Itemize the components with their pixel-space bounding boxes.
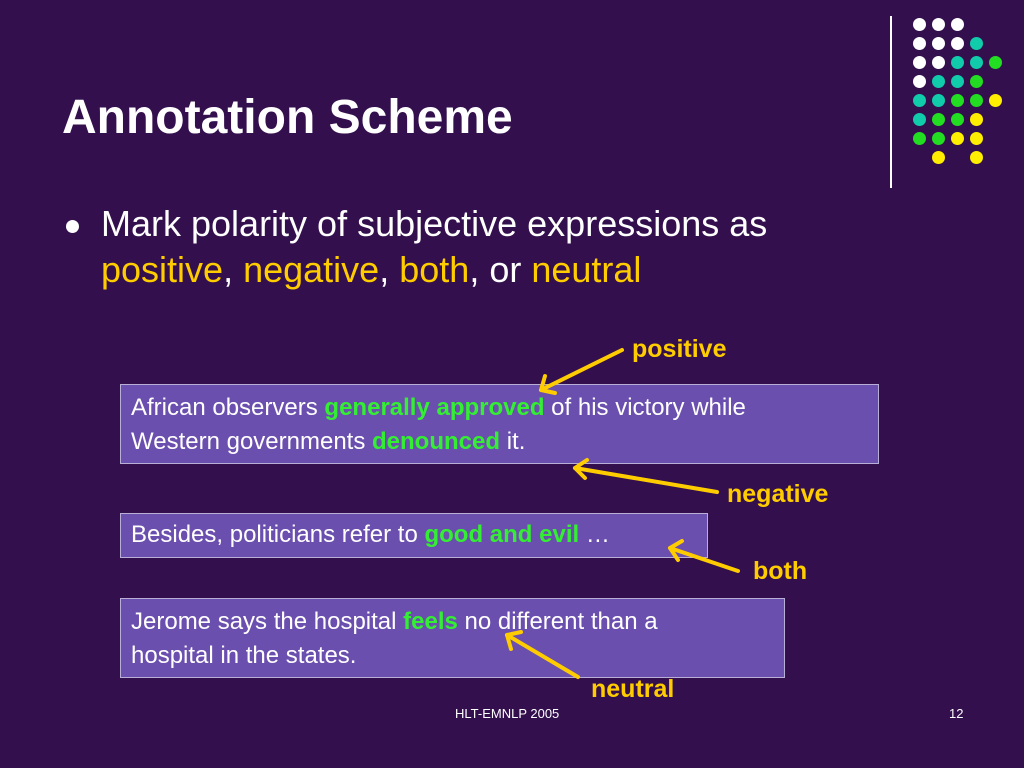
separator: , or bbox=[469, 249, 522, 290]
example-text: hospital in the states. bbox=[131, 642, 357, 669]
decorative-dot bbox=[970, 75, 983, 88]
label-positive: positive bbox=[632, 335, 727, 363]
decorative-dot bbox=[970, 56, 983, 69]
decorative-dot bbox=[970, 151, 983, 164]
decorative-dot bbox=[932, 94, 945, 107]
decorative-dot bbox=[913, 56, 926, 69]
subjective-expression: denounced bbox=[372, 428, 501, 455]
example-box-2: Besides, politicians refer to good and e… bbox=[120, 513, 708, 558]
decorative-dot bbox=[951, 56, 964, 69]
label-neutral: neutral bbox=[591, 675, 675, 703]
bullet-dot-icon bbox=[66, 220, 79, 233]
divider-line bbox=[890, 16, 892, 188]
example-text: no different than a bbox=[464, 608, 658, 635]
subjective-expression: feels bbox=[403, 608, 458, 635]
decorative-dot bbox=[913, 94, 926, 107]
example-text: it. bbox=[506, 428, 526, 455]
decorative-dot bbox=[970, 37, 983, 50]
decorative-dot bbox=[951, 132, 964, 145]
decorative-dot bbox=[913, 113, 926, 126]
example-box-1: African observers generally approved of … bbox=[120, 384, 879, 464]
footer-page-number: 12 bbox=[949, 706, 964, 721]
example-text: of his victory while bbox=[551, 394, 746, 421]
decorative-dot bbox=[951, 113, 964, 126]
decorative-dot bbox=[951, 75, 964, 88]
decorative-dot bbox=[989, 56, 1002, 69]
separator: , bbox=[223, 249, 234, 290]
example-box-3: Jerome says the hospital feels no differ… bbox=[120, 598, 785, 678]
bullet-prefix: Mark polarity of subjective expressions … bbox=[101, 203, 768, 244]
term-neutral: neutral bbox=[531, 249, 642, 290]
footer-source: HLT-EMNLP 2005 bbox=[455, 706, 560, 721]
decorative-dot bbox=[932, 132, 945, 145]
subjective-expression: generally approved bbox=[324, 394, 545, 421]
separator: , bbox=[379, 249, 390, 290]
decorative-dot bbox=[970, 94, 983, 107]
arrow-negative bbox=[573, 458, 719, 494]
label-negative: negative bbox=[727, 480, 829, 508]
example-text: African observers bbox=[131, 394, 318, 421]
decorative-dot bbox=[932, 56, 945, 69]
slide-title: Annotation Scheme bbox=[62, 91, 513, 144]
decorative-dot bbox=[970, 113, 983, 126]
decorative-dot bbox=[951, 94, 964, 107]
decorative-dot bbox=[970, 132, 983, 145]
subjective-expression: good and evil bbox=[424, 521, 580, 548]
decorative-dot bbox=[913, 18, 926, 31]
decorative-dot bbox=[932, 75, 945, 88]
decorative-dot bbox=[932, 18, 945, 31]
decorative-dot bbox=[951, 37, 964, 50]
decorative-dot bbox=[989, 94, 1002, 107]
example-text: Jerome says the hospital bbox=[131, 608, 397, 635]
decorative-dot bbox=[951, 18, 964, 31]
term-negative: negative bbox=[243, 249, 380, 290]
label-both: both bbox=[753, 557, 808, 585]
example-text: Western governments bbox=[131, 428, 366, 455]
decorative-dot bbox=[932, 151, 945, 164]
example-text: Besides, politicians refer to bbox=[131, 521, 418, 548]
decorative-dot bbox=[913, 132, 926, 145]
term-both: both bbox=[399, 249, 470, 290]
term-positive: positive bbox=[101, 249, 224, 290]
decorative-dot bbox=[932, 37, 945, 50]
decorative-dot bbox=[913, 75, 926, 88]
bullet-text: Mark polarity of subjective expressions … bbox=[101, 201, 921, 293]
decorative-dot bbox=[932, 113, 945, 126]
decorative-dot bbox=[913, 37, 926, 50]
example-text: … bbox=[585, 521, 610, 548]
